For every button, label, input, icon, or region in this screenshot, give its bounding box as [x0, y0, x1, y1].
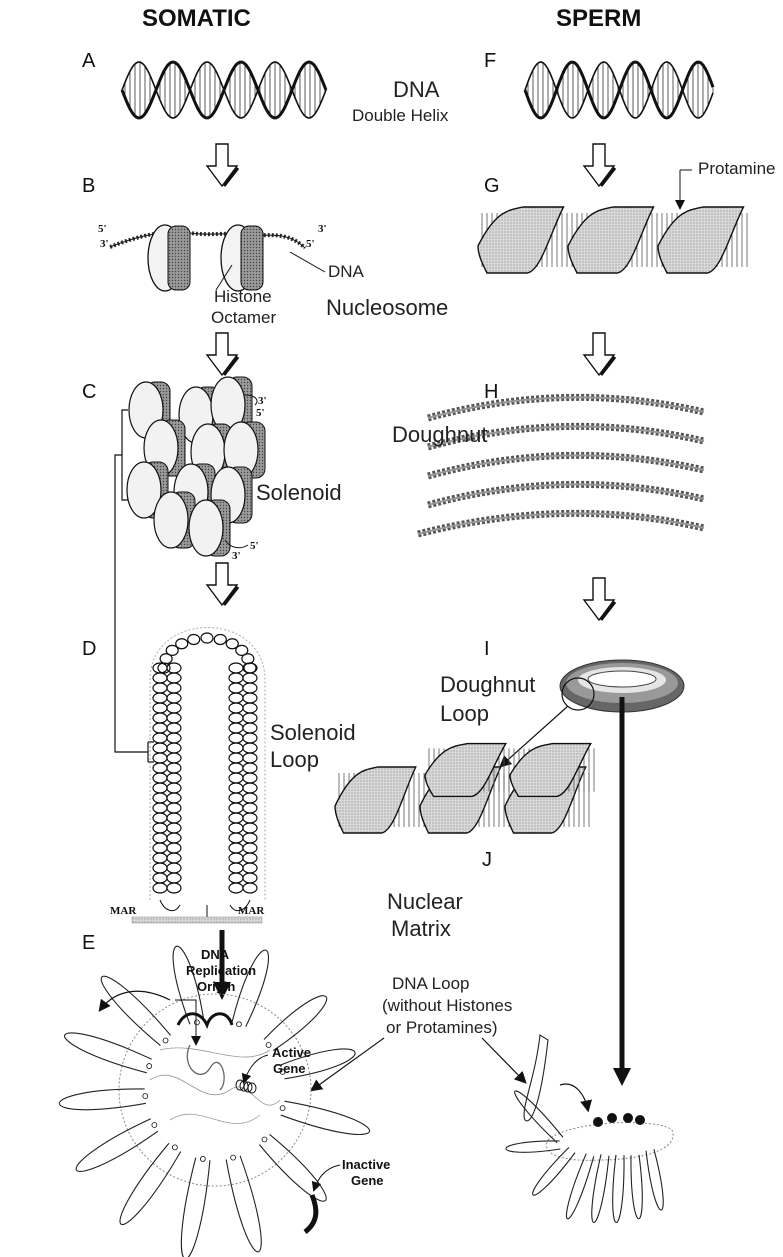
dna-loop: [120, 1143, 181, 1224]
dna-loop-pointer-left: [312, 1038, 384, 1090]
dna-loop: [232, 950, 268, 1027]
dna-loop-pointer-right: [482, 1038, 525, 1082]
dna-loop: [281, 1101, 370, 1134]
protamine-dna-zoom: [335, 744, 594, 833]
prime-label: 5': [306, 238, 315, 250]
protamine-label: Protamine: [698, 159, 775, 178]
nuclear-label: Nuclear: [387, 889, 463, 914]
prime-label: 5': [250, 540, 259, 552]
dna-loop: [259, 1134, 326, 1201]
dna-loop: [613, 1155, 624, 1223]
solenoid-loop-label-2: Loop: [270, 747, 319, 772]
dna-loop-label-3: or Protamines): [386, 1018, 497, 1037]
panel-letter-j: J: [482, 849, 492, 871]
solenoid-loop: [150, 628, 265, 918]
panel-letter-b: B: [82, 175, 95, 197]
nuclear-matrix-bar: [132, 917, 262, 923]
protamine-dna: [478, 207, 747, 273]
double-helix-label: Double Helix: [352, 106, 449, 125]
doughnut-loop-label-2: Loop: [440, 701, 489, 726]
dna-loop: [226, 1156, 261, 1252]
prime-label: 3': [258, 395, 267, 407]
prime-label: 3': [100, 238, 109, 250]
matrix-label: Matrix: [391, 916, 451, 941]
replication-origin-label-3: Origin: [197, 979, 235, 994]
prime-label: 3': [318, 223, 327, 235]
replication-origin-label-1: DNA: [201, 947, 230, 962]
dna-loop: [631, 1155, 642, 1219]
active-gene-label-2: Gene: [273, 1061, 306, 1076]
down-arrow-icon: [584, 144, 614, 186]
dna-loop-label-2: (without Histones: [382, 996, 512, 1015]
somatic-header: SOMATIC: [142, 5, 251, 32]
panel-letter-i: I: [484, 638, 490, 660]
panel-letter-h: H: [484, 381, 498, 403]
dna-loop: [76, 1119, 158, 1172]
dna-double-helix-a: [122, 62, 326, 118]
prime-label: 5': [98, 223, 107, 235]
down-arrow-icon: [207, 144, 237, 186]
dna-loop: [646, 1149, 663, 1210]
dna-loop: [65, 1033, 152, 1073]
dna-pointer-label: DNA: [328, 262, 365, 281]
down-arrow-icon: [584, 578, 614, 620]
sperm-nucleus-loops: [506, 1035, 673, 1223]
histone-label: Histone: [214, 287, 272, 306]
dna-loop: [181, 1158, 210, 1257]
inactive-gene-label-2: Gene: [351, 1173, 384, 1188]
down-arrow-icon: [207, 333, 237, 375]
nucleosome-fiber: 5' 3' 3' 5': [98, 223, 327, 291]
doughnut-label: Doughnut: [392, 422, 487, 447]
panel-letter-d: D: [82, 638, 96, 660]
dna-loop: [506, 1141, 560, 1152]
mar-right-label: MAR: [238, 905, 265, 917]
nucleosome-label: Nucleosome: [326, 295, 448, 320]
active-gene-label-1: Active: [272, 1045, 311, 1060]
prime-label: 3': [232, 550, 241, 562]
panel-letter-g: G: [484, 175, 500, 197]
dna-loop: [59, 1089, 146, 1110]
dna-loop-label-1: DNA Loop: [392, 974, 470, 993]
sperm-header: SPERM: [556, 5, 641, 32]
solenoid-loop-label-1: Solenoid: [270, 720, 356, 745]
dna-loop: [533, 1147, 575, 1195]
octamer-label: Octamer: [211, 308, 277, 327]
solenoid-structure: [127, 377, 265, 556]
panel-letter-c: C: [82, 381, 96, 403]
dna-double-helix-f: [525, 62, 713, 118]
dna-loop: [566, 1154, 593, 1219]
panel-letter-e: E: [82, 932, 95, 954]
mar-left-label: MAR: [110, 905, 137, 917]
dna-loop: [592, 1154, 609, 1222]
dna-loop: [264, 996, 327, 1051]
dna-label: DNA: [393, 77, 440, 102]
down-arrow-icon: [207, 563, 237, 605]
panel-letter-a: A: [82, 50, 96, 72]
replication-origin-label-2: Replication: [186, 963, 256, 978]
down-arrow-icon: [584, 333, 614, 375]
solenoid-label: Solenoid: [256, 480, 342, 505]
inactive-gene-label-1: Inactive: [342, 1157, 390, 1172]
doughnut-coil: [418, 397, 704, 534]
doughnut-loop-label-1: Doughnut: [440, 672, 535, 697]
panel-letter-f: F: [484, 50, 496, 72]
prime-label: 5': [256, 407, 265, 419]
